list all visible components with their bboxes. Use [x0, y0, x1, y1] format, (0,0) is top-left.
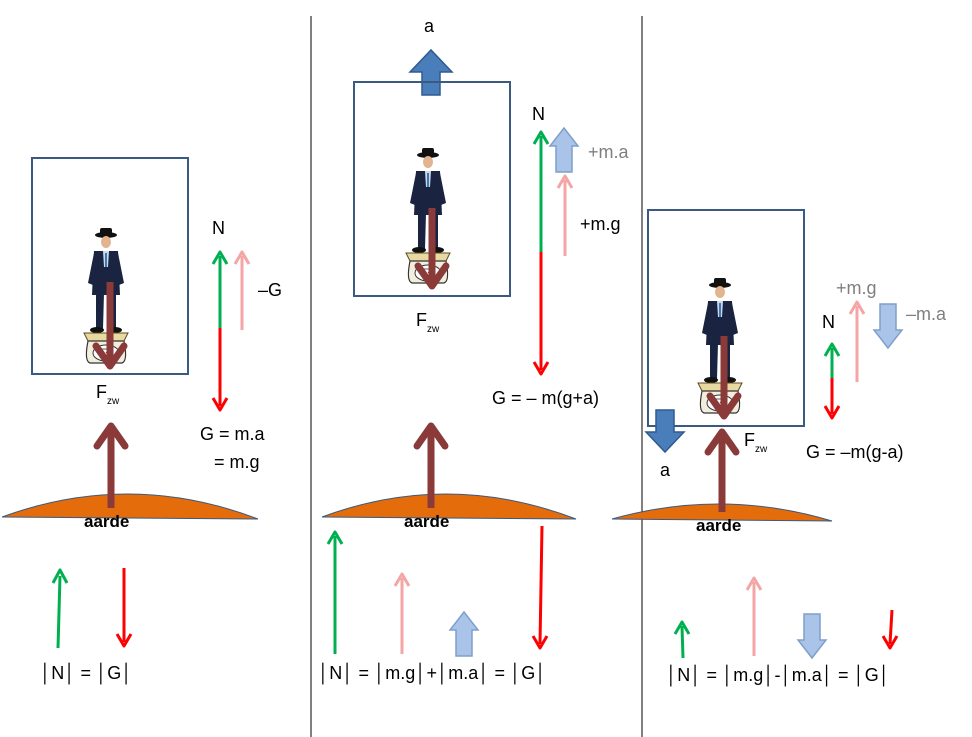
- acceleration-label: a: [660, 460, 671, 480]
- force-label: F: [416, 310, 427, 330]
- ma-label: –m.a: [906, 304, 947, 324]
- bottom-normal-arrow: [326, 530, 344, 545]
- bottom-weight-arrow: [881, 635, 899, 650]
- ma-label: +m.a: [588, 142, 630, 162]
- acceleration-label: a: [424, 16, 435, 36]
- bottom-equation: │N│ = │m.g│+│m.a│ = │G│: [318, 662, 547, 685]
- mg-label: +m.g: [836, 278, 877, 298]
- normal-force-arrow: [211, 250, 229, 265]
- earth-mound: [1, 493, 259, 520]
- weight-arrow: [532, 361, 550, 376]
- reaction-force-arrow: [413, 422, 449, 450]
- g-equation: G = –m(g-a): [806, 442, 904, 462]
- force-subscript: zw: [107, 396, 120, 407]
- normal-force-label: N: [822, 312, 835, 332]
- earth-label: aarde: [84, 512, 129, 531]
- reaction-force-arrow: [93, 422, 129, 450]
- normal-force-label: N: [532, 104, 545, 124]
- force-label: F: [96, 382, 107, 402]
- reaction-force-arrow: [704, 428, 740, 456]
- bottom-equation: │N│ = │m.g│-│m.a│ = │G│: [666, 664, 890, 687]
- bottom-mg-arrow: [393, 572, 411, 587]
- bottom-equation: │N│ = │G│: [40, 662, 133, 685]
- g-equation-line2: = m.g: [214, 452, 260, 472]
- gravity-force-arrow: [414, 262, 450, 290]
- earth-label: aarde: [696, 516, 741, 535]
- bottom-normal-arrow: [51, 568, 69, 584]
- force-subscript: zw: [755, 444, 768, 455]
- g-equation: G = – m(g+a): [492, 388, 599, 408]
- earth-label: aarde: [404, 512, 449, 531]
- bottom-weight-arrow: [531, 635, 549, 650]
- weight-arrow: [211, 397, 229, 412]
- bottom-mg-arrow: [745, 576, 763, 591]
- minus-g-label: –G: [258, 280, 282, 300]
- panel-accelerating-up: a F zw aarde N +m.a +m.g G = – m(g+a) │: [318, 16, 630, 685]
- gravity-force-arrow: [92, 342, 128, 370]
- elevator-box: [647, 209, 805, 427]
- bottom-ma-block-arrow: [448, 610, 480, 657]
- elevator-box: [31, 157, 189, 375]
- acceleration-up-arrow: [408, 48, 454, 96]
- ma-block-arrow: [872, 303, 904, 350]
- gravity-force-arrow: [706, 392, 742, 420]
- bottom-weight-arrow: [115, 633, 133, 648]
- panel-accelerating-down: a F zw aarde N +m.g –m.a G = –m(g-a) │N│…: [611, 209, 947, 687]
- bottom-normal-arrow: [673, 620, 691, 635]
- panel-stationary: F zw aarde N –G G = m.a = m.g │N│ = │G│: [1, 157, 282, 685]
- earth-mound: [611, 503, 833, 522]
- acceleration-down-arrow: [644, 409, 686, 454]
- g-equation-line1: G = m.a: [200, 424, 266, 444]
- ma-block-arrow: [548, 126, 580, 173]
- normal-force-label: N: [212, 218, 225, 238]
- normal-force-arrow: [823, 342, 841, 357]
- force-subscript: zw: [427, 324, 440, 335]
- mg-arrow: [848, 300, 866, 315]
- minus-g-arrow: [233, 250, 251, 265]
- earth-mound: [321, 493, 577, 520]
- normal-force-arrow: [532, 130, 550, 145]
- force-label: F: [744, 430, 755, 450]
- mg-arrow: [556, 174, 574, 189]
- man-on-scale: [83, 227, 129, 364]
- elevator-box: [353, 81, 511, 297]
- bottom-ma-block-arrow: [796, 613, 828, 660]
- mg-label: +m.g: [580, 214, 621, 234]
- weight-arrow: [823, 405, 841, 420]
- man-on-scale: [405, 147, 451, 284]
- man-on-scale: [697, 277, 743, 414]
